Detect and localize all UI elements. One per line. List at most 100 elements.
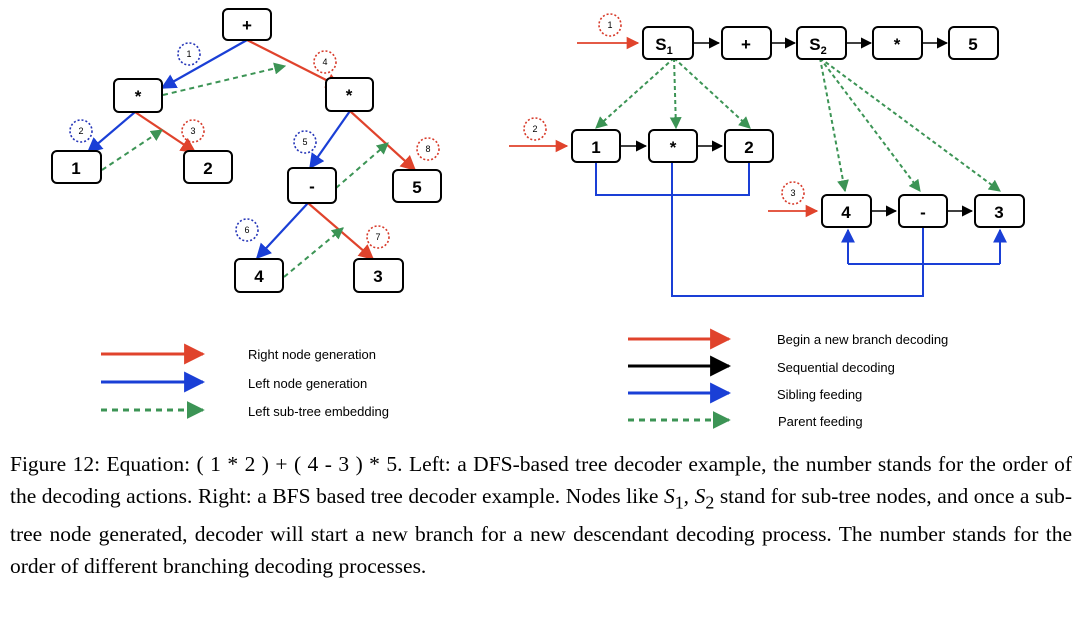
dfs-tree: + * * 1 2 - 5 4	[51, 8, 442, 293]
svg-text:5: 5	[412, 178, 421, 197]
svg-text:8: 8	[425, 144, 430, 154]
caption-s2-sub: 2	[705, 492, 715, 513]
dfs-step-4: 4	[313, 50, 337, 74]
figure-caption: Figure 12: Equation: ( 1 * 2 ) + ( 4 - 3…	[10, 448, 1072, 582]
dfs-node-root: +	[222, 8, 272, 41]
dfs-node-two: 2	[183, 150, 233, 184]
svg-text:*: *	[135, 87, 142, 106]
svg-text:4: 4	[841, 203, 851, 222]
svg-text:*: *	[346, 86, 353, 105]
dfs-edge-left	[309, 110, 351, 170]
dfs-edge-embed	[162, 62, 287, 96]
svg-text:7: 7	[375, 232, 380, 242]
dfs-step-8: 8	[416, 137, 440, 161]
bfs-parent-feed	[673, 57, 751, 129]
bfs-node-one: 1	[571, 129, 621, 163]
bfs-parent-feed	[819, 57, 921, 192]
bfs-node-two: 2	[724, 129, 774, 163]
bfs-parent-feed	[819, 57, 849, 193]
svg-text:3: 3	[994, 203, 1003, 222]
svg-text:*: *	[670, 138, 677, 157]
dfs-edge-right	[349, 110, 417, 172]
bfs-node-minus: -	[898, 194, 948, 228]
svg-text:Sequential decoding: Sequential decoding	[777, 360, 895, 375]
svg-text:1: 1	[607, 20, 612, 30]
svg-text:-: -	[920, 203, 926, 222]
dfs-edge-left	[86, 111, 136, 153]
svg-text:1: 1	[71, 159, 80, 178]
caption-text-part1: Figure 12: Equation: ( 1 * 2 ) + ( 4 - 3…	[10, 452, 1072, 508]
svg-text:Begin a new branch decoding: Begin a new branch decoding	[777, 332, 948, 347]
legend-item-subtree-embedding: Left sub-tree embedding	[101, 401, 389, 419]
legend-item-left-node: Left node generation	[101, 371, 367, 393]
svg-text:3: 3	[190, 126, 195, 136]
bfs-node-s2: S2	[796, 26, 847, 60]
dfs-node-five: 5	[392, 169, 442, 203]
bfs-node-four: 4	[821, 194, 872, 228]
svg-text:3: 3	[373, 267, 382, 286]
svg-text:5: 5	[302, 137, 307, 147]
svg-text:6: 6	[244, 225, 249, 235]
dfs-step-2: 2	[69, 119, 93, 143]
caption-s2: S	[694, 484, 706, 508]
svg-text:Left sub-tree embedding: Left sub-tree embedding	[248, 404, 389, 419]
svg-text:1: 1	[186, 49, 191, 59]
svg-text:2: 2	[532, 124, 537, 134]
svg-text:Right node generation: Right node generation	[248, 347, 376, 362]
dfs-edge-embed	[283, 227, 344, 278]
svg-text:S1: S1	[655, 35, 672, 57]
bfs-node-plus: +	[721, 26, 772, 60]
dfs-edge-embed	[335, 142, 389, 189]
svg-text:2: 2	[203, 159, 212, 178]
svg-text:-: -	[309, 177, 315, 196]
bfs-branch-1: 1	[598, 13, 622, 37]
dfs-step-7: 7	[366, 225, 390, 249]
dfs-edge-left	[255, 202, 309, 260]
svg-text:+: +	[242, 16, 252, 35]
svg-text:4: 4	[322, 57, 327, 67]
bfs-parent-feed	[669, 57, 682, 130]
dfs-edge-embed	[101, 129, 163, 171]
dfs-node-three: 3	[353, 258, 404, 293]
bfs-branch-2: 2	[523, 117, 547, 141]
legend-item-sibling: Sibling feeding	[628, 382, 862, 404]
bfs-tree: S1 + S2 * 5 1 * 2	[509, 13, 1025, 297]
caption-s1-sub: 1	[674, 492, 684, 513]
caption-s1: S	[663, 484, 675, 508]
dfs-node-mul-left: *	[113, 78, 163, 113]
dfs-node-mul-right: *	[325, 77, 374, 112]
dfs-node-one: 1	[51, 150, 102, 184]
svg-text:1: 1	[591, 138, 600, 157]
dfs-step-5: 5	[293, 130, 317, 154]
legend-left: Right node generation Left node generati…	[101, 343, 389, 419]
bfs-branch-3: 3	[781, 181, 805, 205]
svg-text:*: *	[894, 35, 901, 54]
dfs-step-6: 6	[235, 218, 259, 242]
legend-item-new-branch: Begin a new branch decoding	[628, 328, 948, 350]
legend-item-right-node: Right node generation	[101, 343, 376, 365]
bfs-parent-feed	[819, 57, 1001, 192]
svg-text:Left node generation: Left node generation	[248, 376, 367, 391]
caption-text-part2: stand for sub-tree nodes, and once a sub…	[10, 484, 1073, 579]
bfs-node-three: 3	[974, 194, 1025, 228]
svg-text:5: 5	[968, 35, 977, 54]
bfs-parent-feed	[595, 57, 675, 129]
bfs-node-mul: *	[872, 26, 923, 60]
dfs-step-1: 1	[177, 42, 201, 66]
legend-item-parent: Parent feeding	[628, 411, 863, 429]
dfs-edge-left	[160, 39, 248, 89]
dfs-node-four: 4	[234, 258, 284, 293]
svg-text:2: 2	[78, 126, 83, 136]
svg-text:Parent feeding: Parent feeding	[778, 414, 863, 429]
bfs-node-five: 5	[948, 26, 999, 60]
bfs-node-mul2: *	[648, 129, 698, 163]
legend-item-sequential: Sequential decoding	[628, 355, 895, 377]
figure-diagram: + * * 1 2 - 5 4	[51, 8, 1025, 429]
legend-right: Begin a new branch decoding Sequential d…	[628, 328, 948, 429]
svg-text:+: +	[741, 35, 751, 54]
caption-comma: ,	[683, 484, 695, 508]
dfs-edge-right	[134, 111, 197, 153]
dfs-edge-right	[246, 39, 342, 88]
bfs-sibling-feed	[671, 163, 924, 297]
svg-text:Sibling feeding: Sibling feeding	[777, 387, 862, 402]
